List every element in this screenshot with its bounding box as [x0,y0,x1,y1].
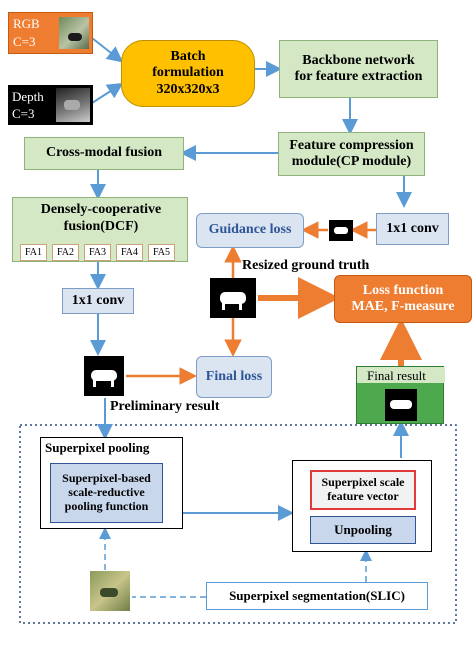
feature-vector-line2: feature vector [327,489,399,503]
side-output-thumbnail [329,220,353,241]
batch-line3: 320x320x3 [156,81,220,97]
fa-item: FA3 [84,244,111,261]
cross-modal-fusion-box: Cross-modal fusion [24,137,184,170]
scale-reductive-line3: pooling function [64,498,149,513]
feature-vector-line1: Superpixel scale [321,475,405,490]
batch-line1: Batch [170,49,206,65]
fa-item: FA2 [52,244,79,261]
preliminary-result-label: Preliminary result [110,399,220,414]
fa-item: FA5 [148,244,175,261]
rgb-thumbnail [59,17,89,49]
backbone-line2: for feature extraction [294,69,423,84]
fa-item: FA4 [116,244,143,261]
loss-function-box: Loss function MAE, F-measure [334,275,472,323]
depth-thumbnail [56,88,90,122]
backbone-line1: Backbone network [302,52,415,68]
rgb-input: RGB C=3 [8,12,93,54]
arrow-depth-batch [91,82,124,104]
final-result-image [385,389,417,421]
guidance-loss-box: Guidance loss [196,213,304,248]
superpixel-image [90,571,130,611]
conv-right-box: 1x1 conv [376,213,449,245]
cp-module-box: Feature compression module(CP module) [278,132,425,176]
arrow-rgb-batch [91,37,124,63]
scale-reductive-pooling-box: Superpixel-based scale-reductive pooling… [50,463,163,523]
dcf-line2: fusion(DCF) [63,219,139,234]
loss-function-line1: Loss function [362,282,444,298]
preliminary-image [84,356,124,396]
cp-line2: module(CP module) [291,154,412,169]
conv-left-box: 1x1 conv [62,288,134,314]
dcf-line1: Densely-cooperative [40,202,162,217]
loss-function-line2: MAE, F-measure [351,299,455,314]
conv-left-label: 1x1 conv [71,292,125,308]
depth-label: Depth [12,89,44,104]
rgb-channels: C=3 [13,34,36,49]
fa-item: FA1 [20,244,47,261]
unpooling-label: Unpooling [334,521,392,537]
final-result-label: Final result [367,368,426,383]
unpooling-box: Unpooling [310,516,416,544]
final-result-header [357,367,445,383]
resized-gt-image [210,278,256,318]
final-loss-label: Final loss [205,368,263,384]
depth-input: Depth C=3 [8,85,93,125]
superpixel-feature-vector-box: Superpixel scale feature vector [310,470,416,510]
resized-gt-label: Resized ground truth [242,258,370,273]
cross-modal-label: Cross-modal fusion [45,145,163,161]
cp-line1: Feature compression [289,137,414,153]
superpixel-pooling-label: Superpixel pooling [45,440,150,455]
slic-label: Superpixel segmentation(SLIC) [229,587,405,603]
scale-reductive-line1: Superpixel-based [62,471,151,486]
conv-right-label: 1x1 conv [386,220,439,236]
batch-formulation-box: Batch formulation 320x320x3 [121,40,255,107]
guidance-loss-label: Guidance loss [208,222,292,238]
superpixel-module-frame [19,424,457,624]
slic-box: Superpixel segmentation(SLIC) [206,582,428,610]
final-result-box: Final result [356,366,445,424]
final-loss-box: Final loss [196,356,272,398]
depth-channels: C=3 [12,106,35,121]
rgb-label: RGB [13,16,40,31]
backbone-network-box: Backbone network for feature extraction [279,40,438,98]
scale-reductive-line2: scale-reductive [68,485,145,500]
batch-line2: formulation [152,65,224,81]
